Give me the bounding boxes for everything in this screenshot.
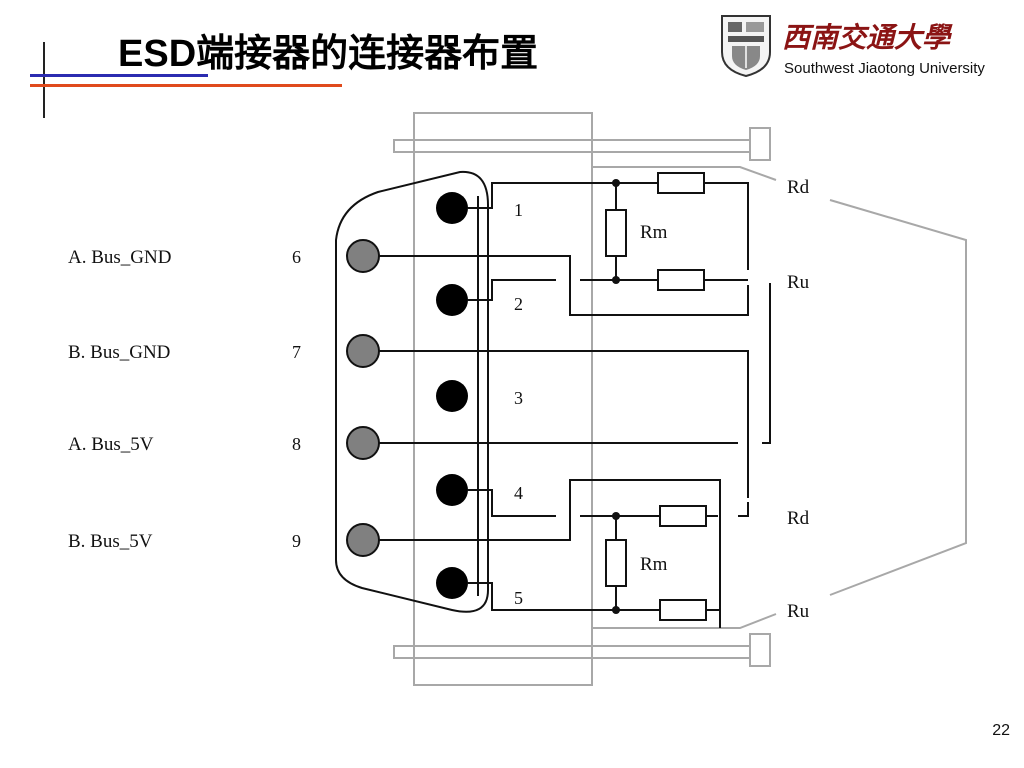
pin-number-1: 1 [514, 200, 523, 220]
pin-number-6: 6 [292, 247, 301, 267]
pin-number-7: 7 [292, 342, 301, 362]
university-name-chinese: 西南交通大學 [782, 21, 951, 54]
pin-4 [436, 474, 468, 506]
resistor-rm-bottom [605, 539, 627, 587]
label-ru-top: Ru [787, 272, 810, 293]
slide-title: ESD端接器的连接器布置 [118, 33, 539, 75]
signal-label-6: A. Bus_GND [68, 247, 171, 268]
pin-number-9: 9 [292, 531, 301, 551]
wiring [379, 182, 771, 628]
resistor-rd-bottom [659, 505, 707, 527]
dsub-shell-outline [335, 170, 489, 613]
pin-number-5: 5 [514, 588, 523, 608]
label-rm-top: Rm [640, 222, 668, 243]
pin-2 [436, 284, 468, 316]
label-ru-bottom: Ru [787, 601, 810, 622]
label-rd-top: Rd [787, 177, 810, 198]
title-blue-rule [30, 74, 208, 77]
resistor-rd-top [657, 172, 705, 194]
title-vertical-rule [43, 42, 45, 118]
pin-5 [436, 567, 468, 599]
pin-8 [346, 426, 380, 460]
pin-7 [346, 334, 380, 368]
label-rm-bottom: Rm [640, 554, 668, 575]
resistors [605, 172, 707, 621]
signal-label-7: B. Bus_GND [68, 342, 170, 363]
pin-9 [346, 523, 380, 557]
pin-1 [436, 192, 468, 224]
title-red-rule [30, 84, 342, 87]
resistor-ru-top [657, 269, 705, 291]
pin-number-8: 8 [292, 434, 301, 454]
inner-pins [436, 192, 468, 599]
university-emblem-icon [721, 15, 771, 78]
pin-number-2: 2 [514, 294, 523, 314]
resistor-rm-top [605, 209, 627, 257]
signal-label-8: A. Bus_5V [68, 434, 154, 455]
pin-3 [436, 380, 468, 412]
outer-pins [346, 239, 380, 557]
page-number: 22 [992, 722, 1010, 739]
junction-dots [612, 179, 620, 614]
signal-label-9: B. Bus_5V [68, 531, 153, 552]
university-name-english: Southwest Jiaotong University [784, 60, 985, 77]
pin-number-3: 3 [514, 388, 523, 408]
university-logo: 西南交通大學 Southwest Jiaotong University [718, 10, 998, 82]
resistor-ru-bottom [659, 599, 707, 621]
connector-housing [393, 112, 967, 686]
pin-number-4: 4 [514, 483, 523, 503]
pin-6 [346, 239, 380, 273]
label-rd-bottom: Rd [787, 508, 810, 529]
